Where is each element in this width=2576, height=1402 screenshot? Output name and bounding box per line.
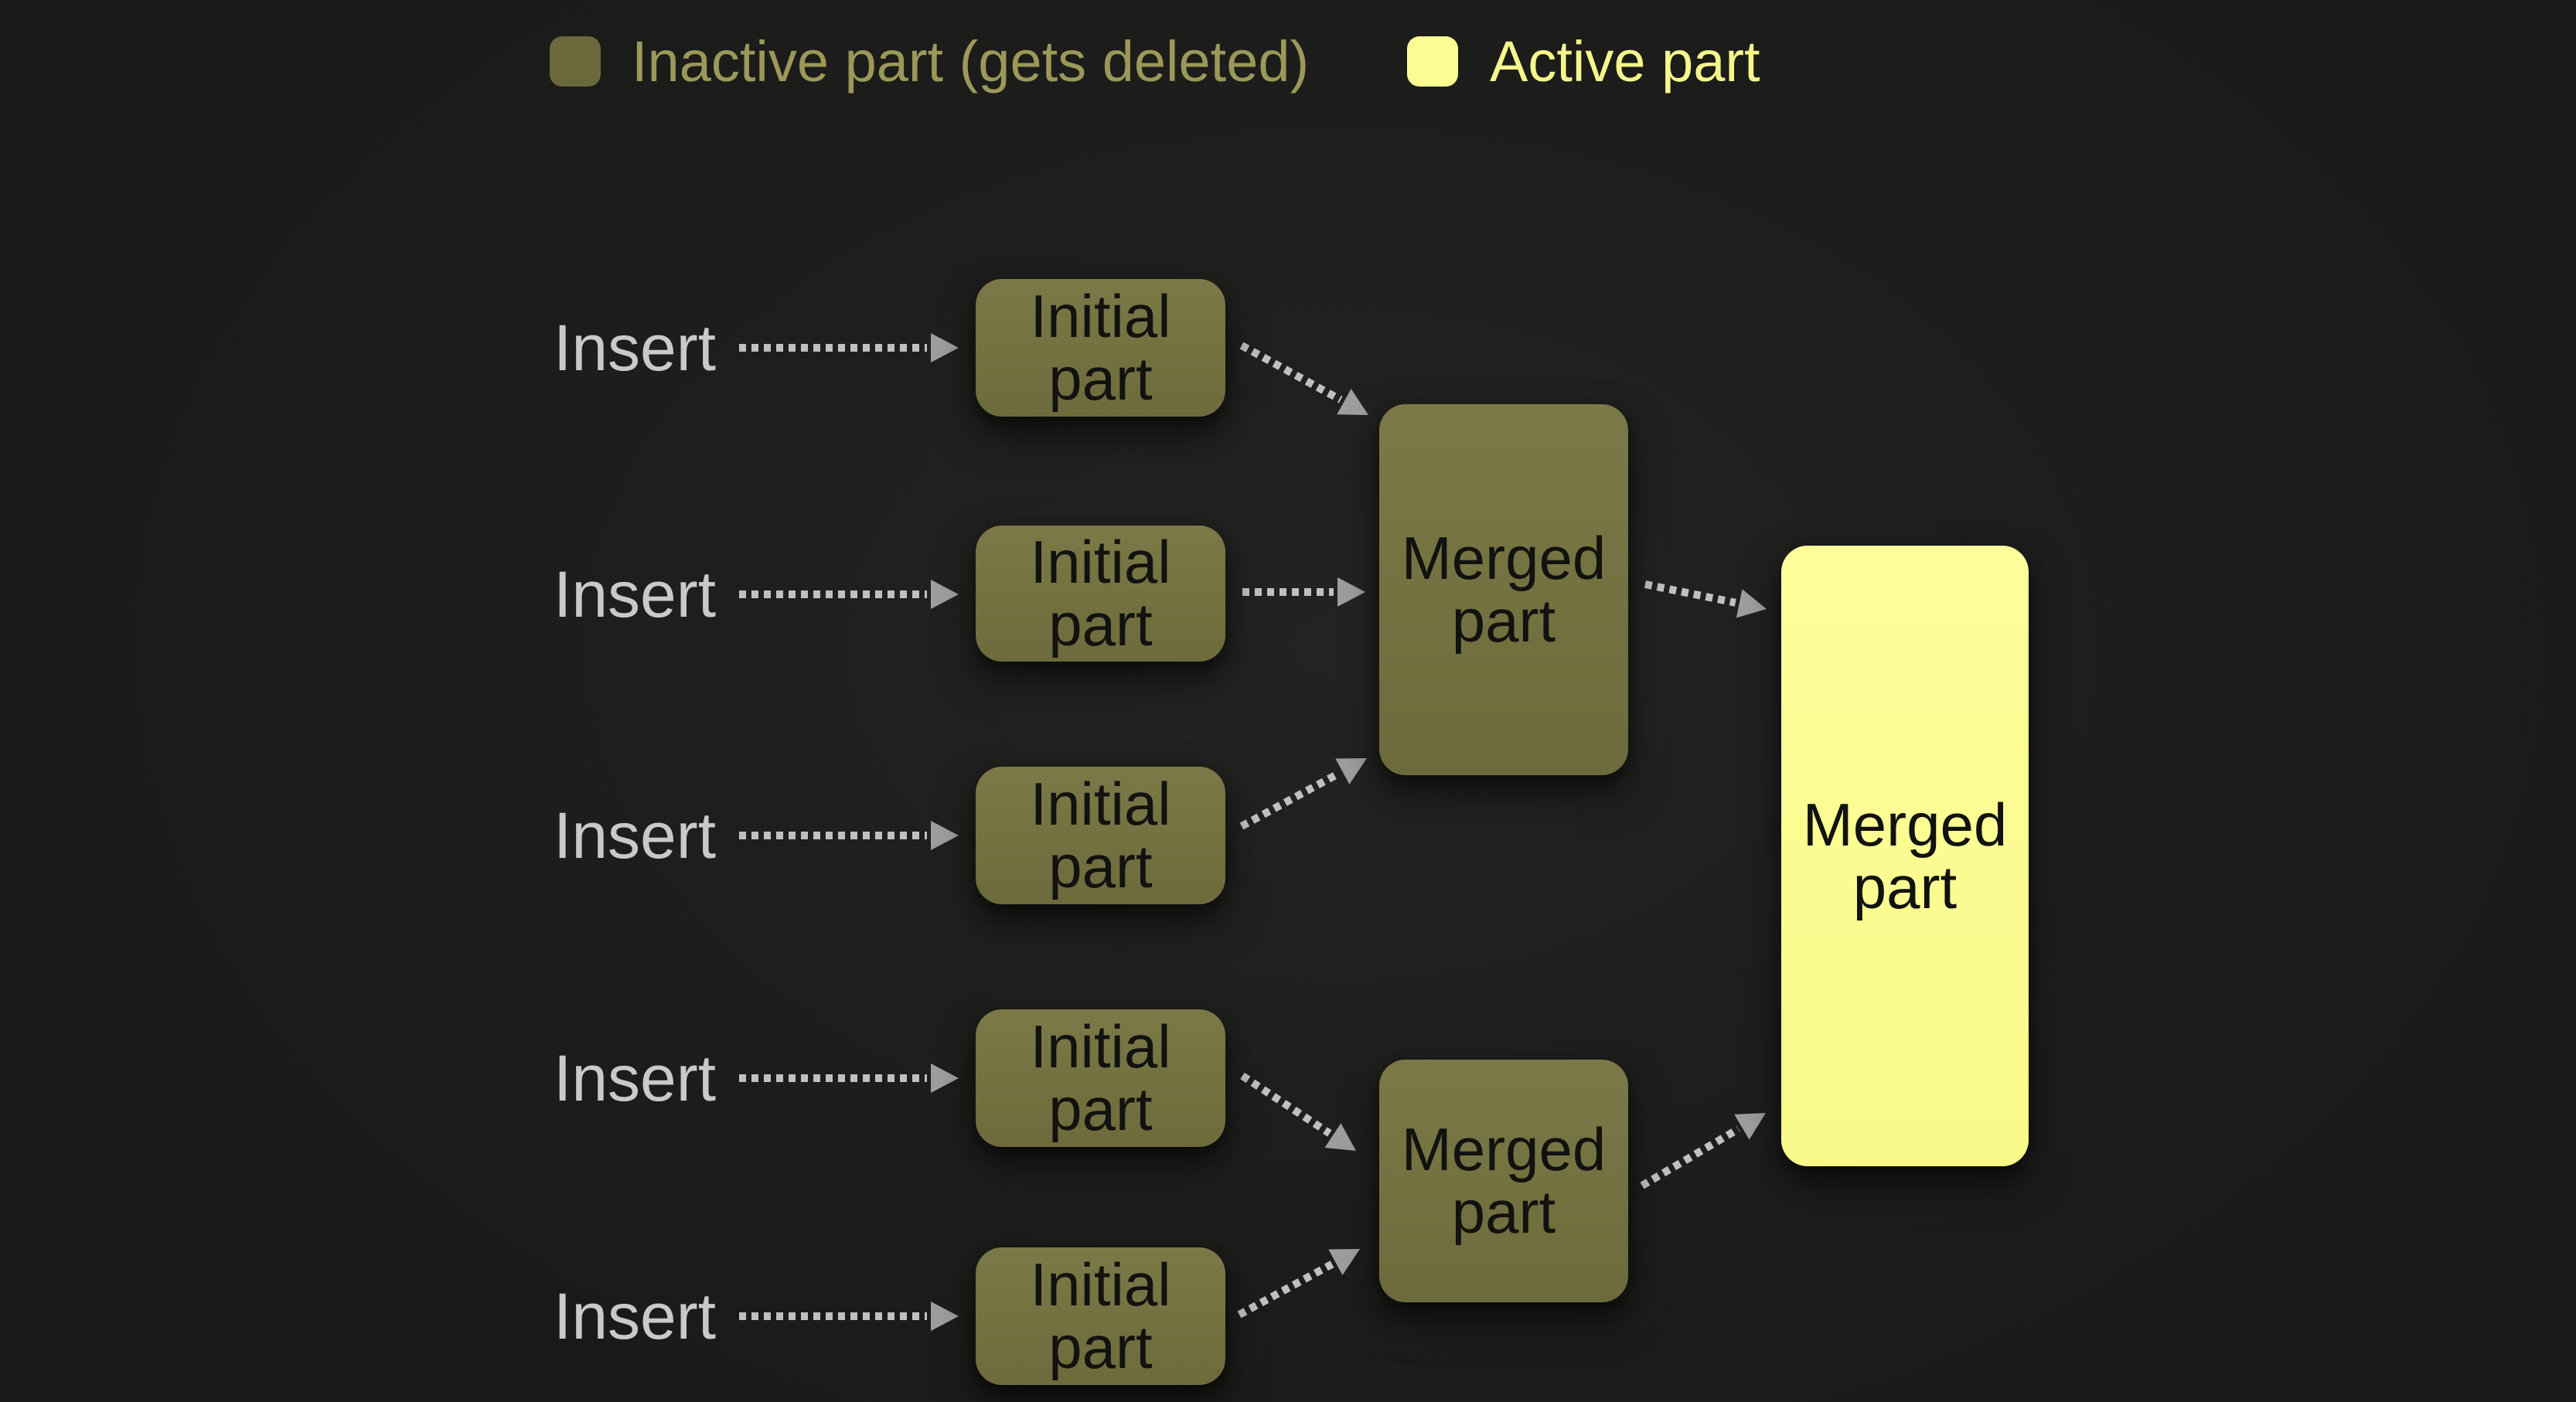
node-label-line: part xyxy=(1048,345,1153,413)
node-initial-3: Initial part xyxy=(976,767,1225,904)
node-label-line: part xyxy=(1048,832,1153,900)
node-merged-final: Merged part xyxy=(1781,546,2029,1166)
insert-label-4: Insert xyxy=(554,1042,717,1114)
legend-swatch-inactive-icon xyxy=(550,36,601,87)
node-label-line: Merged xyxy=(1802,790,2008,859)
edge-head-insert-4-to-initial-4 xyxy=(931,1063,959,1093)
insert-label-2: Insert xyxy=(554,558,717,631)
node-label-line: part xyxy=(1451,587,1556,655)
legend-swatch-active-icon xyxy=(1407,36,1458,87)
node-label-line: Initial xyxy=(1030,1012,1171,1080)
edge-head-insert-3-to-initial-3 xyxy=(931,821,959,850)
edge-head-initial-5-to-merged-2 xyxy=(1328,1249,1360,1275)
edge-initial-1-to-merged-1 xyxy=(1239,342,1343,403)
node-label-line: Initial xyxy=(1030,282,1171,350)
node-label-line: Merged xyxy=(1401,524,1607,592)
edge-head-insert-1-to-initial-1 xyxy=(931,333,959,362)
edge-head-initial-2-to-merged-1 xyxy=(1337,577,1365,607)
node-label-line: part xyxy=(1048,590,1153,658)
node-label-line: part xyxy=(1451,1178,1556,1246)
node-label-line: Initial xyxy=(1030,528,1171,596)
edge-head-initial-3-to-merged-1 xyxy=(1335,758,1367,784)
node-merged-2: Merged part xyxy=(1379,1060,1628,1302)
node-label-line: part xyxy=(1048,1313,1153,1381)
edge-initial-3-to-merged-1 xyxy=(1239,770,1341,830)
node-initial-5: Initial part xyxy=(976,1247,1225,1385)
insert-label-1: Insert xyxy=(554,311,717,384)
edge-head-initial-1-to-merged-1 xyxy=(1337,389,1368,415)
edge-head-insert-2-to-initial-2 xyxy=(931,580,959,609)
edge-initial-5-to-merged-2 xyxy=(1237,1261,1334,1319)
node-label-line: Initial xyxy=(1030,770,1171,838)
node-merged-1: Merged part xyxy=(1379,404,1628,775)
legend-label-active: Active part xyxy=(1490,29,1760,94)
node-label-line: Initial xyxy=(1030,1251,1171,1319)
edge-head-insert-5-to-initial-5 xyxy=(931,1302,959,1331)
node-label-line: part xyxy=(1852,852,1958,921)
insert-label-5: Insert xyxy=(554,1280,717,1353)
edge-head-merged-2-to-merged-final xyxy=(1734,1113,1766,1140)
edge-merged-1-to-merged-final xyxy=(1644,580,1736,607)
node-initial-1: Initial part xyxy=(976,279,1225,417)
node-label-line: Merged xyxy=(1401,1115,1607,1183)
node-label-line: part xyxy=(1048,1075,1153,1143)
insert-label-3: Insert xyxy=(554,799,717,872)
edge-initial-4-to-merged-2 xyxy=(1240,1072,1332,1137)
node-initial-2: Initial part xyxy=(976,526,1225,662)
node-initial-4: Initial part xyxy=(976,1009,1225,1147)
legend-label-inactive: Inactive part (gets deleted) xyxy=(632,29,1310,94)
edge-merged-2-to-merged-final xyxy=(1640,1125,1741,1189)
edge-head-initial-4-to-merged-2 xyxy=(1324,1123,1356,1151)
edge-head-merged-1-to-merged-final xyxy=(1736,589,1767,618)
